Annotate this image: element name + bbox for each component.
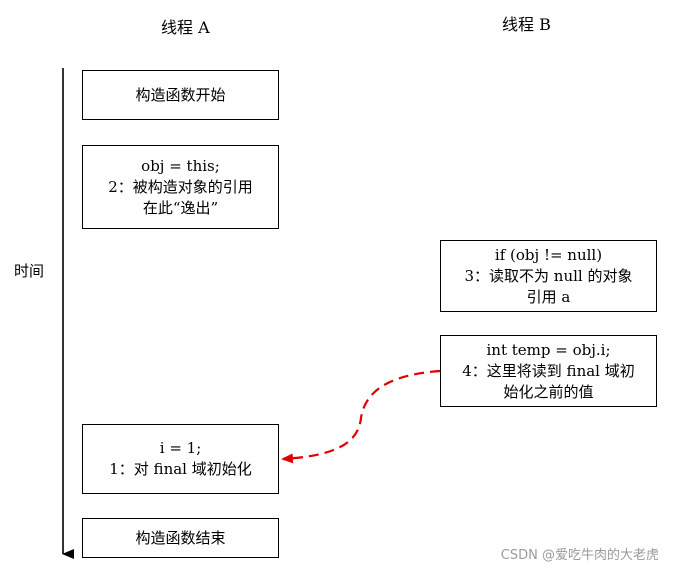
box-read-final-field: int temp = obj.i; 4：这里将读到 final 域初 始化之前的… [440,335,657,407]
box-reference-escape: obj = this; 2：被构造对象的引用 在此“逸出” [82,145,279,229]
box-read-reference-step: 3：读取不为 null 的对象 [464,266,633,285]
lane-title-thread-b: 线程 B [502,15,551,34]
box-init-final-field-code: i = 1; [159,439,202,457]
csdn-watermark: CSDN @爱吃牛肉的大老虎 [500,548,659,563]
box-read-reference-code: if (obj != null) [494,245,603,264]
time-axis-label: 时间 [14,262,45,280]
box-read-final-field-step: 4：这里将读到 final 域初 [462,361,635,380]
box-constructor-end: 构造函数结束 [82,518,279,558]
box-reference-escape-note: 在此“逸出” [142,198,219,217]
box-constructor-start-text: 构造函数开始 [135,85,226,104]
box-reference-escape-step: 2：被构造对象的引用 [108,177,253,196]
box-reference-escape-code: obj = this; [141,156,220,175]
box-read-final-field-code: int temp = obj.i; [486,340,611,359]
box-read-reference: if (obj != null) 3：读取不为 null 的对象 引用 a [440,240,657,312]
lane-title-thread-a: 线程 A [161,18,210,37]
box-read-final-field-note: 始化之前的值 [503,382,594,401]
box-read-reference-note: 引用 a [526,287,571,306]
read-field-to-init-final-dashed-arrow [281,369,441,464]
box-constructor-start: 构造函数开始 [82,70,279,120]
box-init-final-field: i = 1; 1：对 final 域初始化 [82,424,279,494]
box-constructor-end-text: 构造函数结束 [135,528,226,547]
box-init-final-field-step: 1：对 final 域初始化 [109,460,252,478]
